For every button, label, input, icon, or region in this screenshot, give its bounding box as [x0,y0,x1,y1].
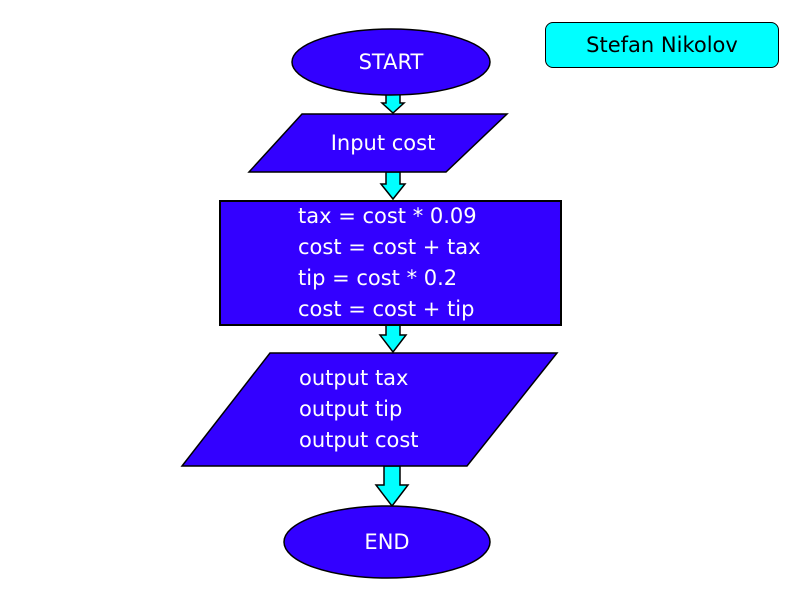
process-line: cost = cost + tip [298,297,475,321]
start-terminator [291,28,491,96]
process-line: tip = cost * 0.2 [298,266,458,290]
arrow-process-to-output [378,324,408,354]
arrow-output-to-end [374,465,410,508]
author-label: Stefan Nikolov [545,22,779,68]
output-line: output cost [299,428,419,452]
end-label: END [364,530,410,554]
process-line: tax = cost * 0.09 [298,204,477,228]
output-parallelogram [180,352,559,467]
output-line: output tax [299,366,409,390]
process-line: cost = cost + tax [298,235,481,259]
output-line: output tip [299,397,403,421]
end-terminator [283,505,491,579]
start-label: START [358,50,424,74]
arrow-start-to-input [380,93,406,115]
input-label: Input cost [330,131,436,155]
arrow-input-to-process [379,171,407,201]
process-box [219,200,562,326]
input-parallelogram [247,113,509,173]
